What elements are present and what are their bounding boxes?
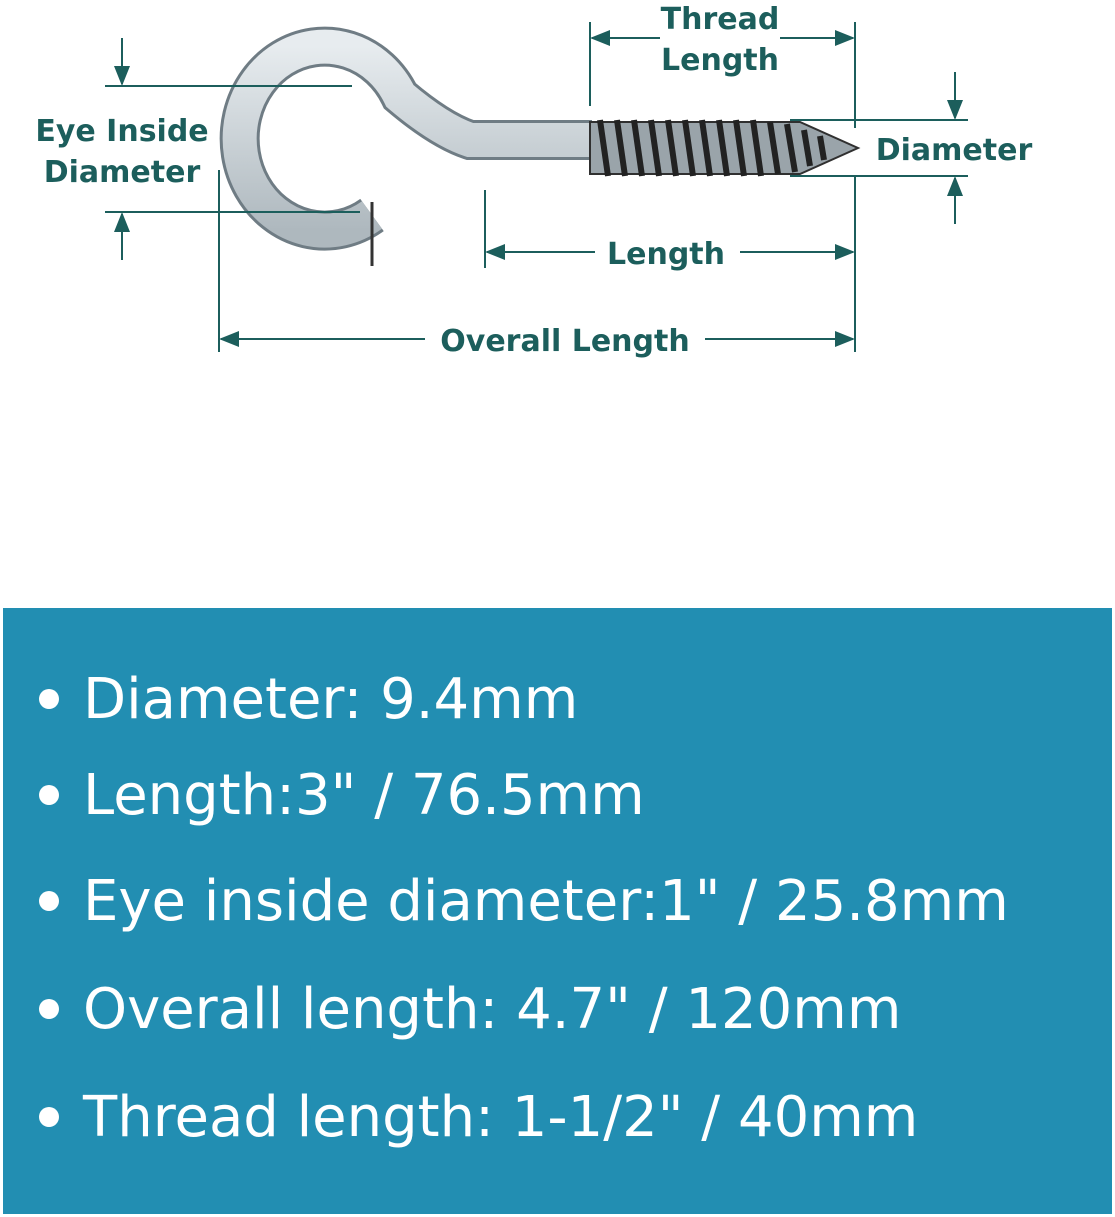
diameter-label: Diameter [876, 133, 1033, 168]
specifications-panel: Diameter: 9.4mm Length:3" / 76.5mm Eye i… [3, 608, 1112, 1214]
dimension-lines [105, 22, 968, 352]
bullet-dot [39, 1107, 59, 1127]
spec-text: Length:3" / 76.5mm [83, 762, 645, 828]
thread-length-label-line2: Length [661, 43, 779, 78]
bullet-dot [39, 999, 59, 1019]
spec-eye-inside-diameter: Eye inside diameter:1" / 25.8mm [39, 866, 1009, 936]
hook-illustration [219, 26, 861, 266]
bullet-dot [39, 785, 59, 805]
eye-inside-label-line2: Diameter [44, 155, 201, 190]
thread-length-label-line1: Thread [661, 2, 780, 37]
spec-text: Thread length: 1-1/2" / 40mm [83, 1084, 919, 1150]
overall-length-label: Overall Length [440, 324, 689, 359]
bullet-dot [39, 891, 59, 911]
spec-text: Eye inside diameter:1" / 25.8mm [83, 868, 1009, 934]
eye-inside-label-line1: Eye Inside [35, 114, 208, 149]
spec-length: Length:3" / 76.5mm [39, 760, 645, 830]
spec-text: Overall length: 4.7" / 120mm [83, 976, 902, 1042]
length-label: Length [607, 237, 725, 272]
screw-eye-hook-diagram: Thread Length Eye Inside Diameter Diamet… [35, 2, 1033, 359]
spec-text: Diameter: 9.4mm [83, 666, 579, 732]
spec-diameter: Diameter: 9.4mm [39, 664, 578, 734]
spec-thread-length: Thread length: 1-1/2" / 40mm [39, 1082, 918, 1152]
bullet-dot [39, 689, 59, 709]
spec-overall-length: Overall length: 4.7" / 120mm [39, 974, 901, 1044]
